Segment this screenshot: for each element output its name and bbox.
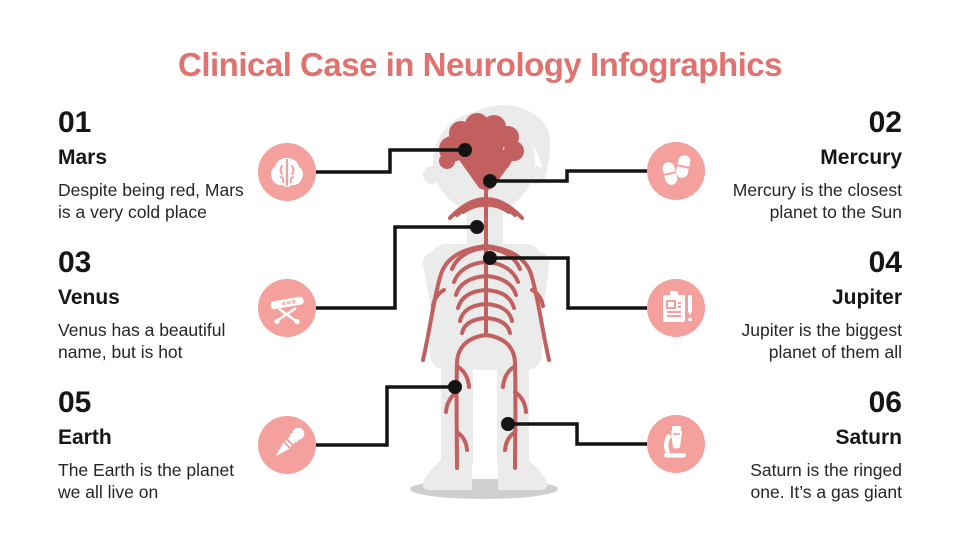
item-venus: 03 Venus Venus has a beautiful name, but… <box>58 248 258 364</box>
connector-line-mercury <box>490 169 647 183</box>
microscope-icon-chip <box>647 415 705 473</box>
item-number: 06 <box>868 386 902 419</box>
microscope-icon <box>663 426 686 458</box>
clipboard-icon <box>663 291 692 322</box>
brain-icon-chip <box>258 143 316 201</box>
item-description: Jupiter is the biggest planet of them al… <box>741 320 902 363</box>
pills-icon <box>662 155 691 185</box>
connector-dot-venus <box>470 220 484 234</box>
stretcher-icon <box>270 296 304 325</box>
item-mercury: 02 Mercury Mercury is the closest planet… <box>702 108 902 224</box>
connector-dot-earth <box>448 380 462 394</box>
item-name: Earth <box>58 426 112 449</box>
item-description: Saturn is the ringed one. It’s a gas gia… <box>750 460 902 503</box>
connectors <box>316 143 647 447</box>
nervous-system <box>421 113 551 470</box>
clipboard-icon-chip <box>647 279 705 337</box>
item-description: Venus has a beautiful name, but is hot <box>58 320 226 363</box>
dropper-icon-chip <box>258 416 316 474</box>
connector-line-venus <box>316 225 477 310</box>
pills-icon-chip <box>647 142 705 200</box>
item-number: 04 <box>868 246 902 279</box>
connector-dot-saturn <box>501 417 515 431</box>
item-mars: 01 Mars Despite being red, Mars is a ver… <box>58 108 258 224</box>
connector-line-saturn <box>508 422 647 446</box>
item-description: The Earth is the planet we all live on <box>58 460 235 503</box>
connector-dot-mars <box>458 143 472 157</box>
item-jupiter: 04 Jupiter Jupiter is the biggest planet… <box>702 248 902 364</box>
connector-line-mars <box>316 148 465 174</box>
item-name: Venus <box>58 286 120 309</box>
item-number: 05 <box>58 386 92 419</box>
item-saturn: 06 Saturn Saturn is the ringed one. It’s… <box>702 388 902 504</box>
connector-dot-mercury <box>483 174 497 188</box>
item-name: Mercury <box>820 146 902 169</box>
item-name: Saturn <box>835 426 902 449</box>
item-name: Mars <box>58 146 108 169</box>
item-name: Jupiter <box>831 286 902 309</box>
brain-icon <box>271 158 303 187</box>
connector-line-jupiter <box>490 256 647 310</box>
connector-dot-jupiter <box>483 251 497 265</box>
item-number: 01 <box>58 106 92 139</box>
brain-illustration <box>439 113 524 190</box>
connector-line-earth <box>316 385 455 447</box>
item-number: 02 <box>868 106 902 139</box>
item-description: Mercury is the closest planet to the Sun <box>732 180 902 223</box>
page-title: Clinical Case in Neurology Infographics <box>178 46 782 83</box>
item-earth: 05 Earth The Earth is the planet we all … <box>58 388 258 504</box>
item-description: Despite being red, Mars is a very cold p… <box>58 180 244 223</box>
item-number: 03 <box>58 246 92 279</box>
dropper-icon <box>275 427 305 457</box>
stretcher-icon-chip <box>258 279 316 337</box>
